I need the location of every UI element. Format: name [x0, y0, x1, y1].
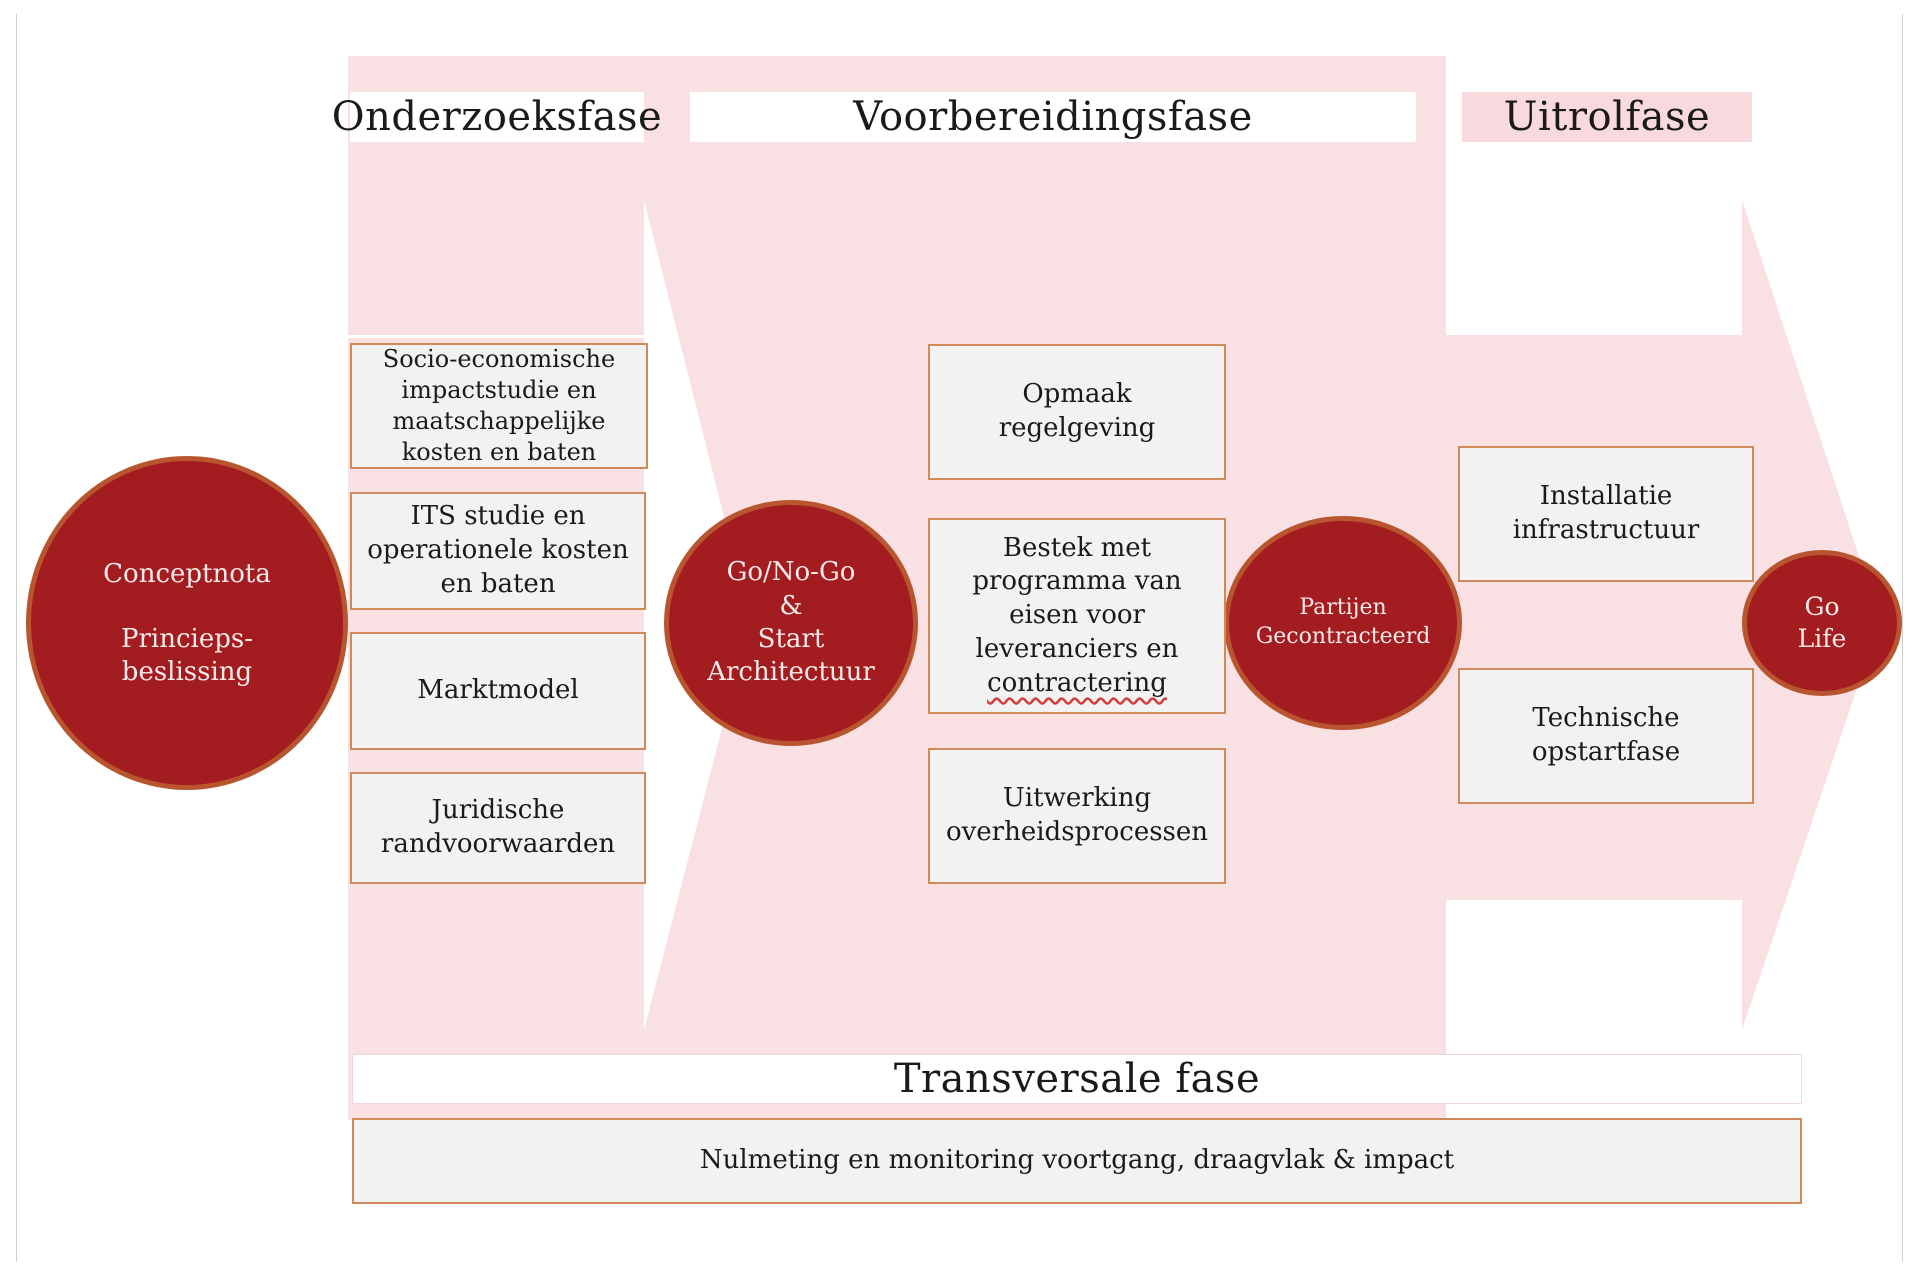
right-frame-line — [1902, 14, 1903, 1262]
left-frame-line — [16, 14, 17, 1262]
task-marktmodel: Marktmodel — [350, 632, 646, 750]
task-technische-opstartfase: Technische opstartfase — [1458, 668, 1754, 804]
task-juridische-randvoorwaarden: Juridische randvoorwaarden — [350, 772, 646, 884]
task-installatie-infrastructuur: Installatie infrastructuur — [1458, 446, 1754, 582]
task-opmaak-regelgeving: Opmaak regelgeving — [928, 344, 1226, 480]
task-its-studie: ITS studie en operationele kosten en bat… — [350, 492, 646, 610]
milestone-go-life: Go Life — [1742, 550, 1902, 696]
phase-title-transversaal: Transversale fase — [352, 1054, 1802, 1104]
milestone-partijen-gecontracteerd: Partijen Gecontracteerd — [1224, 516, 1462, 730]
task-uitwerking-overheidsprocessen: Uitwerking overheidsprocessen — [928, 748, 1226, 884]
task-nulmeting-monitoring: Nulmeting en monitoring voortgang, draag… — [352, 1118, 1802, 1204]
onderzoek-top-cutout — [348, 160, 644, 335]
milestone-go-no-go: Go/No-Go & Start Architectuur — [664, 500, 918, 746]
task-bestek-text-last: contractering — [987, 667, 1167, 698]
onderzoek-arrow-stub-top — [348, 335, 644, 338]
big-right-arrow — [1446, 200, 1880, 1030]
phase-title-uitrol: Uitrolfase — [1462, 92, 1752, 142]
milestone-conceptnota: Conceptnota Princieps- beslissing — [26, 456, 348, 790]
task-socio-economische-impactstudie: Socio-economische impactstudie en maatsc… — [350, 343, 648, 469]
task-bestek-text: Bestek met programma van eisen voor leve… — [972, 532, 1182, 664]
phase-title-onderzoek: Onderzoeksfase — [331, 92, 663, 142]
task-bestek: Bestek met programma van eisen voor leve… — [928, 518, 1226, 714]
phase-title-voorbereiding: Voorbereidingsfase — [690, 92, 1416, 142]
